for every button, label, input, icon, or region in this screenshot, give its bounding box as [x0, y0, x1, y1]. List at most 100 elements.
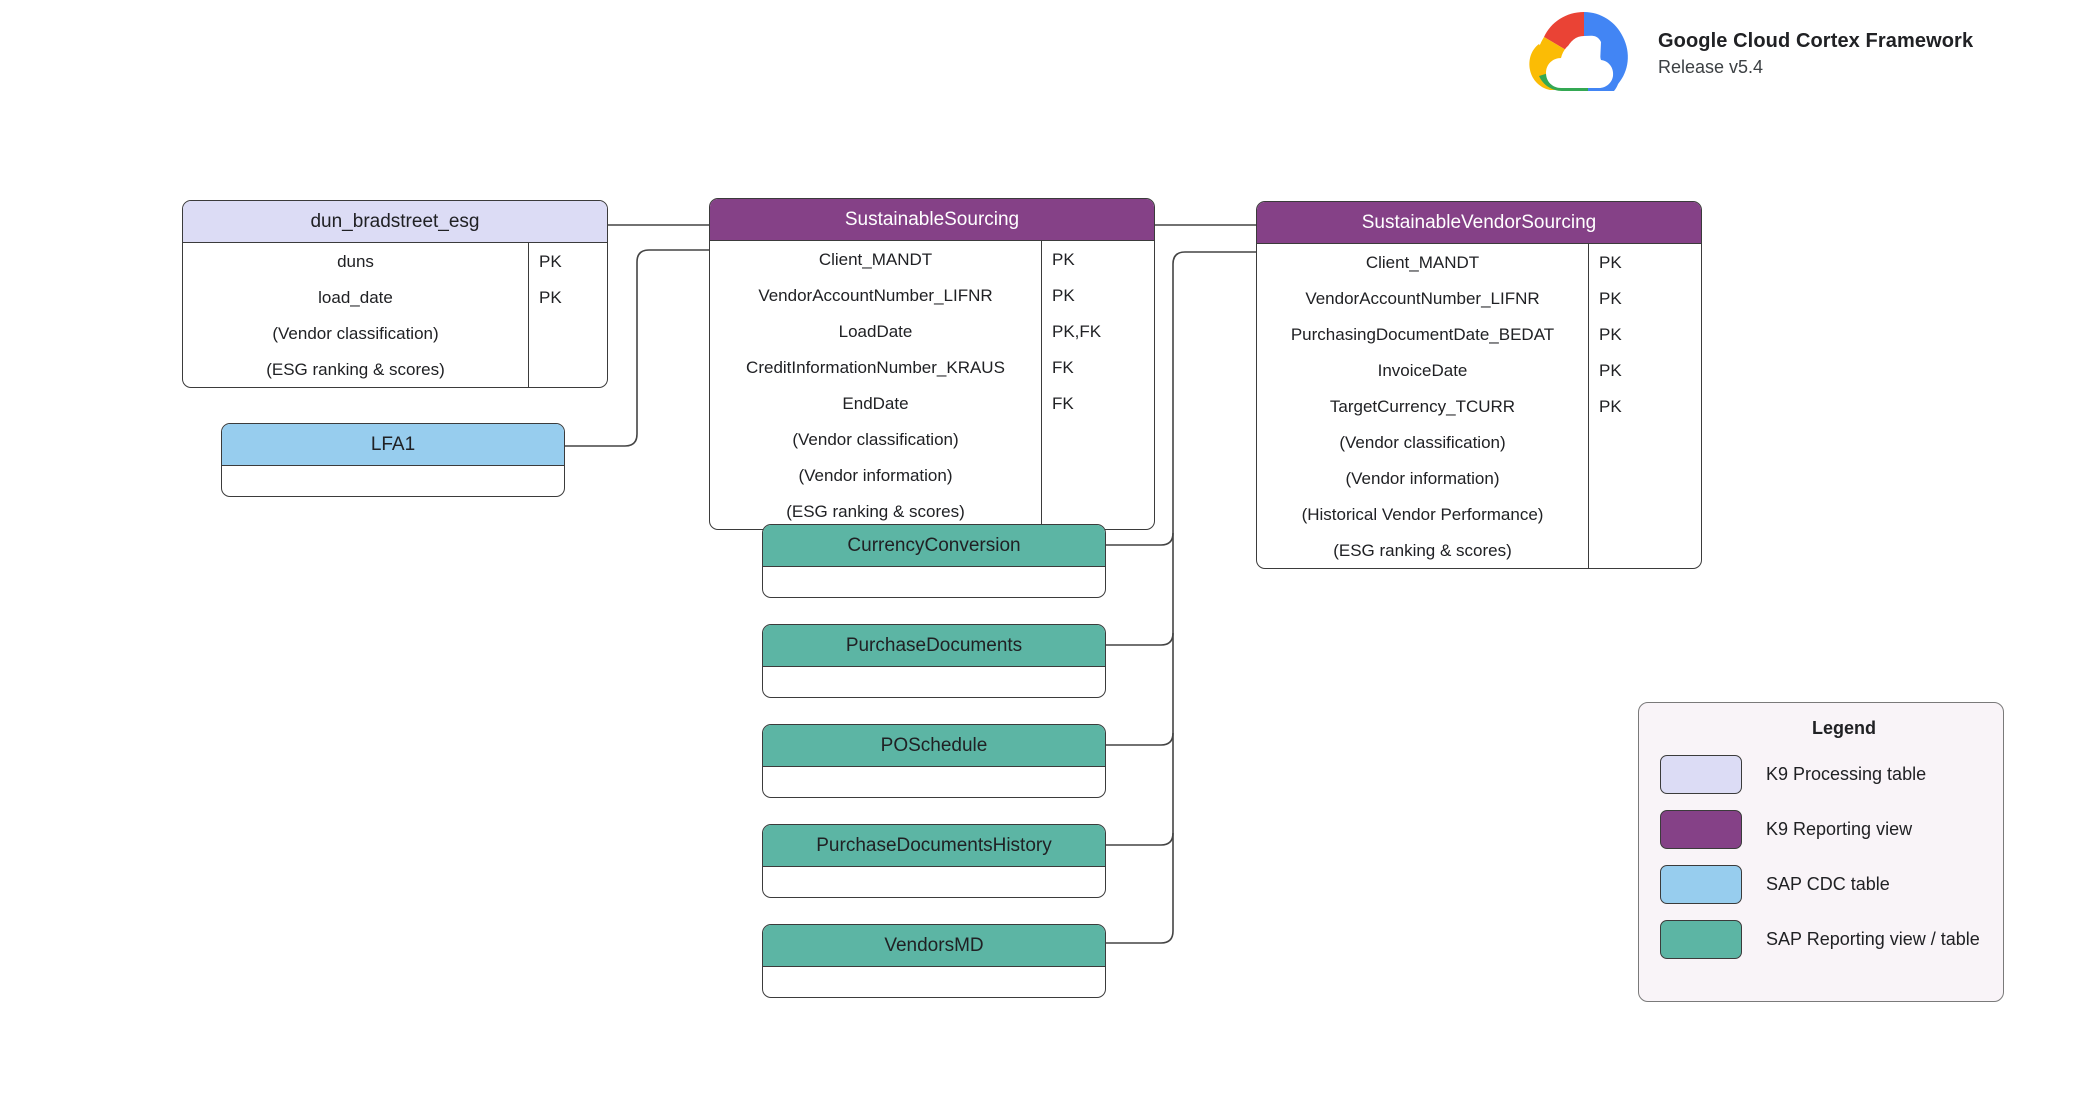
entity-field-list: duns load_date (Vendor classification) (ESG…: [183, 243, 607, 387]
entity-currencyconversion[interactable]: CurrencyConversion: [762, 524, 1106, 598]
field-name: VendorAccountNumber_LIFNR: [1305, 288, 1540, 308]
entity-purchasedocumentshistory[interactable]: PurchaseDocumentsHistory: [762, 824, 1106, 898]
entity-field-list: [763, 767, 1105, 797]
entity-title: PurchaseDocuments: [763, 625, 1105, 667]
entity-title: POSchedule: [763, 725, 1105, 767]
field-key-badge: [529, 351, 607, 387]
entity-field-list: [763, 867, 1105, 897]
field-name: EndDate: [842, 393, 909, 413]
field-key-badge: [1589, 424, 1701, 460]
legend-color-swatch: [1660, 865, 1742, 904]
legend-item-label: SAP Reporting view / table: [1766, 929, 1980, 949]
field-name: (ESG ranking & scores): [266, 359, 445, 379]
connector-purchasedocuments-to-vendorsourcing: [1106, 632, 1174, 646]
field-name-column: [763, 967, 1105, 997]
field-name: InvoiceDate: [1377, 360, 1468, 380]
field-key-badge: PK: [539, 251, 562, 271]
field-name-column: [763, 567, 1105, 597]
entity-field-list: [222, 466, 564, 496]
entity-title: CurrencyConversion: [763, 525, 1105, 567]
legend-item-label: SAP CDC table: [1766, 874, 1890, 894]
field-key-badge: [529, 315, 607, 351]
entity-title: SustainableSourcing: [710, 199, 1154, 241]
entity-title: VendorsMD: [763, 925, 1105, 967]
field-name: (ESG ranking & scores): [1333, 540, 1512, 560]
legend-item: SAP Reporting view / table: [1639, 920, 2003, 959]
field-key-badge: PK: [1599, 288, 1622, 308]
field-name: Client_MANDT: [1365, 252, 1480, 272]
field-name: Client_MANDT: [818, 249, 933, 269]
field-name: VendorAccountNumber_LIFNR: [758, 285, 993, 305]
field-key-badge: PK: [1599, 252, 1622, 272]
entity-title: PurchaseDocumentsHistory: [763, 825, 1105, 867]
entity-title: LFA1: [222, 424, 564, 466]
entity-vendorsmd[interactable]: VendorsMD: [762, 924, 1106, 998]
key-column: PK PK PK PK PK: [1588, 244, 1701, 568]
field-key-badge: PK: [1599, 396, 1622, 416]
legend-color-swatch: [1660, 755, 1742, 794]
legend-color-swatch: [1660, 920, 1742, 959]
field-name-column: [763, 767, 1105, 797]
entity-field-list: Client_MANDT VendorAccountNumber_LIFNR Loa…: [710, 241, 1154, 529]
field-key-badge: FK: [1052, 357, 1074, 377]
entity-field-list: [763, 667, 1105, 697]
entity-title: dun_bradstreet_esg: [183, 201, 607, 243]
field-name: PurchasingDocumentDate_BEDAT: [1290, 324, 1555, 344]
field-name: (Vendor information): [798, 465, 953, 485]
legend-item-label: K9 Reporting view: [1766, 819, 1913, 839]
connector-currencyconversion-to-vendorsourcing: [1106, 532, 1174, 546]
field-key-badge: [1042, 421, 1154, 457]
legend-title: Legend: [1811, 718, 1876, 738]
field-name: load_date: [318, 287, 393, 307]
field-key-badge: PK: [1599, 324, 1622, 344]
entity-purchasedocuments[interactable]: PurchaseDocuments: [762, 624, 1106, 698]
entity-lfa1[interactable]: LFA1: [221, 423, 565, 497]
field-key-badge: PK,FK: [1052, 321, 1102, 341]
field-name: (Historical Vendor Performance): [1301, 504, 1544, 524]
legend-item: K9 Reporting view: [1639, 810, 2003, 849]
field-key-badge: [1589, 460, 1701, 496]
field-key-badge: FK: [1052, 393, 1074, 413]
field-name-column: [763, 667, 1105, 697]
field-key-badge: [1042, 457, 1154, 493]
field-key-badge: [1589, 496, 1701, 532]
entity-field-list: [763, 967, 1105, 997]
field-key-badge: PK: [1052, 249, 1075, 269]
field-key-badge: PK: [1052, 285, 1075, 305]
field-name: (Vendor classification): [1339, 432, 1506, 452]
field-key-badge: [1589, 532, 1701, 568]
field-name-column: duns load_date (Vendor classification) (ESG…: [183, 243, 528, 387]
field-name: TargetCurrency_TCURR: [1329, 396, 1516, 416]
entity-poschedule[interactable]: POSchedule: [762, 724, 1106, 798]
field-name: (Vendor information): [1345, 468, 1500, 488]
field-name-column: [763, 867, 1105, 897]
field-name: (Vendor classification): [792, 429, 959, 449]
field-name: LoadDate: [838, 321, 913, 341]
field-name: duns: [337, 251, 374, 271]
google-cloud-logo-icon: [1529, 12, 1628, 91]
field-name-column: Client_MANDT VendorAccountNumber_LIFNR Loa…: [710, 241, 1041, 529]
connector-poschedule-to-vendorsourcing: [1106, 732, 1174, 746]
entity-field-list: [763, 567, 1105, 597]
field-name: (Vendor classification): [272, 323, 439, 343]
legend-item-label: K9 Processing table: [1766, 764, 1927, 784]
legend-item: K9 Processing table: [1639, 755, 2003, 794]
entity-title: SustainableVendorSourcing: [1257, 202, 1701, 244]
legend-item: SAP CDC table: [1639, 865, 2003, 904]
brand-release-label: Release v5.4: [1658, 57, 1764, 78]
field-name: (ESG ranking & scores): [786, 501, 965, 521]
brand-title: Google Cloud Cortex Framework: [1658, 30, 1974, 53]
entity-field-list: Client_MANDT VendorAccountNumber_LIFNR Pur…: [1257, 244, 1701, 568]
connector-purchasedocumentshistory-to-vendorsourcing: [1106, 832, 1174, 846]
field-key-badge: PK: [1599, 360, 1622, 380]
legend-color-swatch: [1660, 810, 1742, 849]
legend-panel: Legend K9 Processing table K9 Reporting v…: [1638, 702, 2004, 1002]
brand-header: Google Cloud Cortex Framework Release v5…: [1528, 8, 1973, 100]
key-column: PK PK PK,FK FK FK: [1041, 241, 1154, 529]
field-name-column: [222, 466, 564, 496]
